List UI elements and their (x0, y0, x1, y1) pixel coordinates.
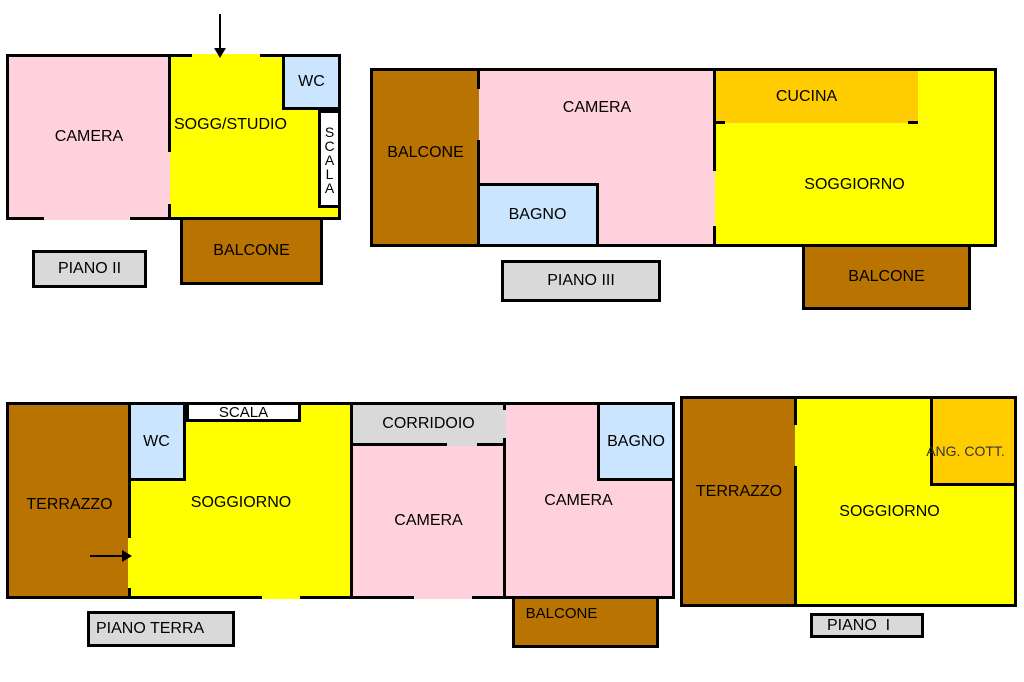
room-label: CAMERA (562, 99, 632, 116)
piano-iii-outline (370, 68, 997, 247)
piano-terra-wc: WC (130, 405, 186, 481)
piano-terra-balcone: BALCONE (512, 596, 659, 648)
floor-label-text: PIANO TERRA (96, 620, 205, 637)
piano-terra-corridoio: CORRIDOIO (352, 405, 505, 443)
piano-ii-scala: SCALA (318, 110, 338, 208)
piano-i-wall (794, 399, 797, 425)
room-label: CAMERA (544, 491, 613, 509)
piano-iii-balcone-bottom: BALCONE (802, 244, 971, 310)
room-label: BAGNO (508, 206, 567, 223)
piano-ii-balcone: BALCONE (180, 217, 323, 285)
room-label: BALCONE (213, 242, 290, 259)
room-label: SCALA (218, 403, 269, 421)
piano-iii-wall (715, 121, 725, 124)
piano-terra-window (414, 596, 472, 599)
piano-iii-wall (713, 226, 716, 244)
piano-i-label: PIANO I (810, 613, 924, 638)
room-label: BALCONE (387, 143, 464, 161)
piano-ii-label: PIANO II (32, 250, 147, 288)
piano-ii-wall (168, 204, 171, 218)
piano-ii-wc: WC (282, 56, 338, 110)
floor-label-text: PIANO II (57, 260, 122, 277)
piano-ii-window (44, 217, 130, 220)
piano-terra-door (503, 410, 506, 438)
piano-iii-wall (477, 71, 480, 89)
room-label: BALCONE (525, 605, 598, 622)
piano-iii-wall (713, 71, 716, 171)
room-label: CAMERA (54, 128, 124, 145)
piano-iii-wall (477, 140, 480, 244)
room-label: BALCONE (848, 268, 925, 285)
piano-terra-wall (503, 405, 506, 596)
piano-i-ang-cott: ANG. COTT. (926, 399, 1014, 486)
piano-i-outline (680, 396, 1017, 607)
piano-terra-wall (350, 405, 353, 596)
piano-terra-wall (128, 405, 131, 596)
room-label: BAGNO (607, 432, 665, 450)
piano-terra-terrazzo: TERRAZZO (9, 405, 130, 596)
piano-iii-bagno: BAGNO (479, 183, 599, 244)
piano-iii-balcone-left: BALCONE (372, 71, 479, 244)
entrance-arrow-icon (214, 14, 226, 58)
room-label: SOGGIORNO (804, 175, 905, 193)
piano-ii-outline (6, 54, 341, 220)
piano-iii-label: PIANO III (501, 260, 661, 302)
piano-terra-outline (6, 402, 675, 599)
room-label: SOGGIORNO (839, 502, 940, 520)
room-label: CORRIDOIO (382, 415, 475, 432)
room-label: WC (298, 72, 325, 90)
room-label: SCALA (321, 124, 338, 194)
piano-terra-soggiorno: SOGGIORNO (130, 405, 352, 596)
piano-i-soggiorno: SOGGIORNO (795, 399, 1014, 604)
piano-iii-wall (908, 121, 918, 124)
piano-terra-door (128, 538, 131, 588)
room-label: WC (143, 432, 170, 450)
entrance-arrow-icon (90, 550, 132, 562)
piano-i-terrazzo: TERRAZZO (683, 399, 795, 604)
piano-iii-cucina: CUCINA (715, 71, 918, 123)
room-label: TERRAZZO (695, 482, 783, 500)
piano-terra-scala: SCALA (186, 403, 301, 422)
piano-terra-bagno: BAGNO (597, 405, 672, 481)
piano-i-wall (794, 466, 797, 604)
piano-terra-door (447, 443, 477, 446)
piano-ii-entrance-gap (192, 54, 260, 57)
room-label: CUCINA (775, 88, 838, 105)
room-label: ANG. COTT. (926, 443, 1005, 459)
room-label: SOGGIORNO (190, 493, 292, 511)
piano-terra-camera-1: CAMERA (352, 443, 505, 596)
floor-label-text: PIANO I (827, 616, 891, 634)
piano-ii-camera: CAMERA (8, 56, 170, 218)
piano-terra-window (262, 596, 300, 599)
floor-label-text: PIANO III (547, 272, 615, 289)
room-label: CAMERA (394, 512, 463, 529)
piano-terra-label: PIANO TERRA (87, 611, 235, 647)
piano-ii-wall (168, 56, 171, 152)
room-label: SOGG/STUDIO (174, 116, 287, 133)
room-label: TERRAZZO (26, 495, 113, 513)
